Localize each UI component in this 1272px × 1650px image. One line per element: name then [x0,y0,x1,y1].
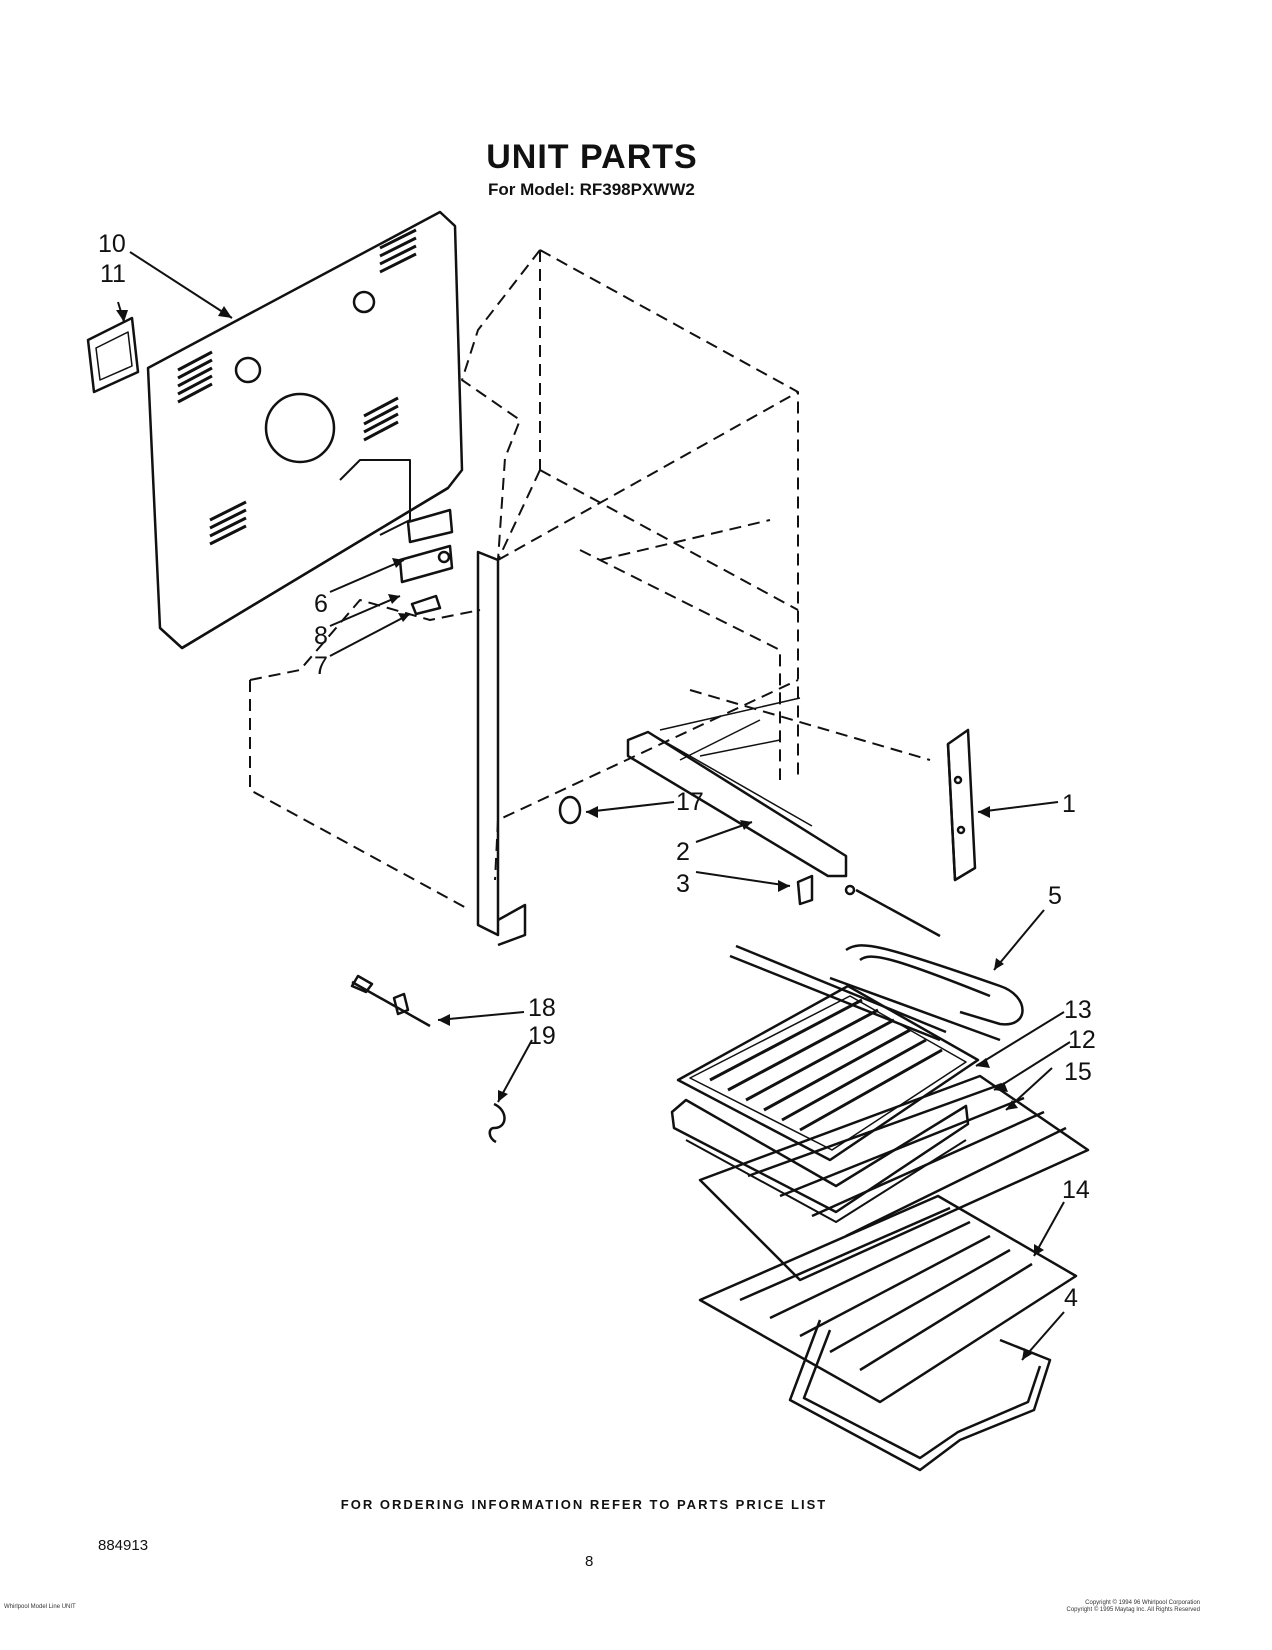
clip-17-part [558,795,582,825]
callout-12: 12 [1068,1026,1096,1054]
callout-2: 2 [676,838,690,866]
leader-lines [117,251,1071,1361]
leader-arrowheads [116,306,1044,1360]
side-panel-part [476,550,527,947]
model-line-note: Whirlpool Model Line UNIT [4,1604,76,1610]
page-number: 8 [585,1553,594,1570]
sensor-clip-part [488,1102,506,1144]
page-title: UNIT PARTS [486,138,698,176]
copyright-line-1: Copyright © 1994 96 Whirlpool Corporatio… [1085,1600,1200,1606]
terminal-block-part [398,508,454,616]
ordering-note: FOR ORDERING INFORMATION REFER TO PARTS … [340,1497,828,1512]
callout-5: 5 [1048,882,1062,910]
small-bracket-part [86,316,140,394]
broiler-grid-part [676,984,980,1162]
copyright-notice: Copyright © 1994 96 Whirlpool Corporatio… [1000,1600,1201,1614]
callout-19: 19 [528,1022,556,1050]
callout-13: 13 [1064,996,1092,1024]
rear-panel-part [146,210,464,650]
callout-1: 1 [1062,790,1076,818]
bracket-3-part [796,874,814,906]
element-channel-part [626,697,848,878]
broil-element-part [729,884,1024,1042]
callout-11: 11 [100,260,126,288]
copyright-line-2: Copyright © 1995 Maytag Inc. All Rights … [1066,1607,1201,1613]
callout-14: 14 [1062,1176,1090,1204]
callout-4: 4 [1064,1284,1078,1312]
oven-rack-14-part [698,1194,1078,1404]
model-subtitle: For Model: RF398PXWW2 [488,180,695,199]
oven-rack-15-part [698,1074,1090,1282]
callout-labels: 10 11 6 8 7 17 2 3 1 5 13 12 15 14 4 18 … [98,230,1096,1312]
callout-17: 17 [676,788,704,816]
callout-3: 3 [676,870,690,898]
callout-7: 7 [314,652,328,680]
callout-6: 6 [314,590,328,618]
bake-element-part [788,1319,1052,1472]
end-cap-part [946,728,977,882]
callout-18: 18 [528,994,556,1022]
callout-10: 10 [98,230,126,258]
callout-15: 15 [1064,1058,1092,1086]
callout-8: 8 [314,622,328,650]
oven-sensor-part [350,974,431,1028]
document-code: 884913 [98,1537,149,1554]
